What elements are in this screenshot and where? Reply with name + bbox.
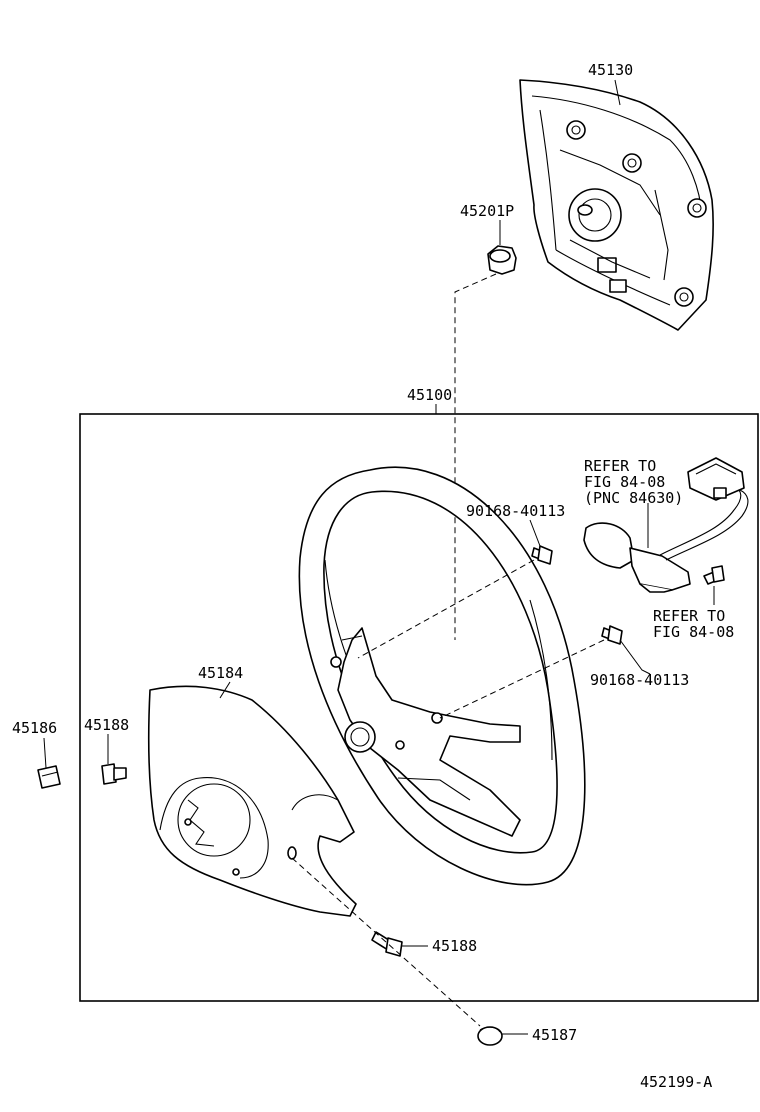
horn-pad-part <box>519 79 714 331</box>
label-bolt-lower: 90168-40113 <box>590 671 689 689</box>
label-45201P: 45201P <box>460 202 514 220</box>
cap-part <box>477 1026 503 1046</box>
label-45184: 45184 <box>198 664 243 682</box>
label-bolt-upper: 90168-40113 <box>466 502 565 520</box>
nut-part <box>487 245 517 275</box>
note-switch-line3: (PNC 84630) <box>584 489 683 507</box>
lower-cover-part <box>148 685 357 917</box>
assembly-frame <box>79 413 759 1002</box>
bolt-lower-part <box>601 625 623 645</box>
note-screw-line2: FIG 84-08 <box>653 623 734 641</box>
note-screw-line1: REFER TO <box>653 607 725 625</box>
screw-left-part <box>101 763 127 785</box>
label-45187: 45187 <box>532 1026 577 1044</box>
note-switch-line1: REFER TO <box>584 457 656 475</box>
bolt-upper-part <box>531 545 553 565</box>
steering-switch-part <box>583 457 749 593</box>
label-45130: 45130 <box>588 61 633 79</box>
switch-screw-part <box>703 565 725 585</box>
clip-part <box>37 765 61 789</box>
label-45100: 45100 <box>407 386 452 404</box>
label-45186: 45186 <box>12 719 57 737</box>
screw-bottom-part <box>371 931 403 957</box>
figure-id: 452199-A <box>640 1073 712 1091</box>
note-switch-line2: FIG 84-08 <box>584 473 665 491</box>
label-45188-left: 45188 <box>84 716 129 734</box>
label-45188-bottom: 45188 <box>432 937 477 955</box>
